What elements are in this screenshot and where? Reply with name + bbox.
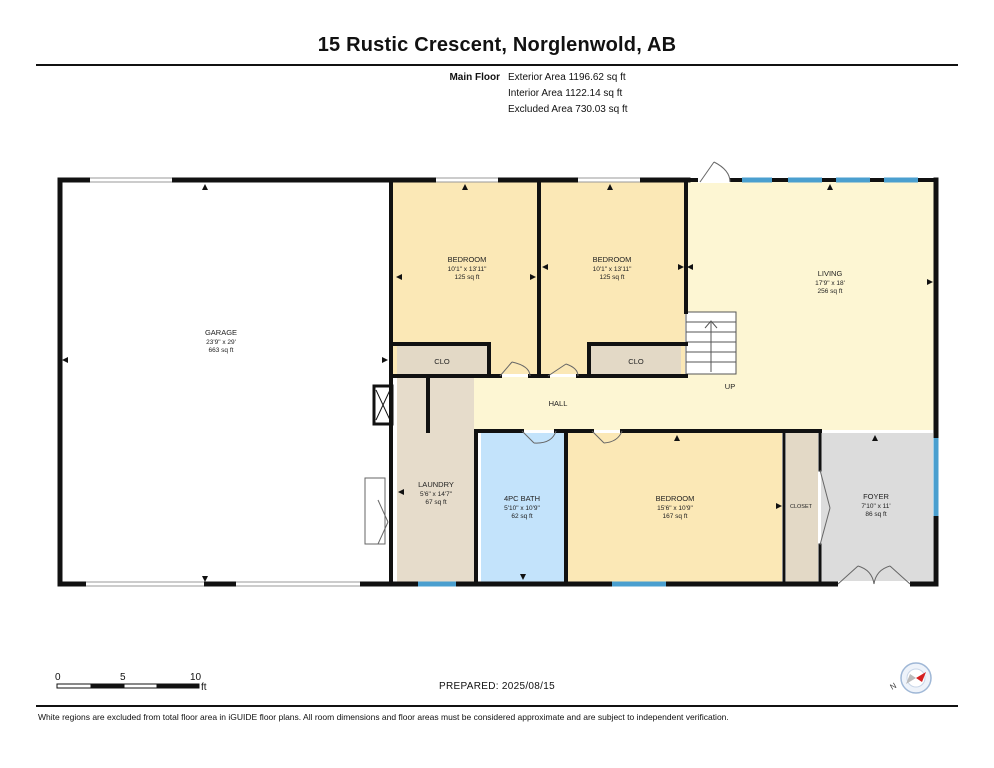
bottom-divider [36,705,958,707]
bedroom-3-name: BEDROOM [656,494,695,503]
compass-icon: N [889,662,932,694]
scale-tick-10: 10 [190,672,202,683]
foyer-fill [821,433,933,582]
bedroom-3-dims: 15'6" x 10'9" [657,505,693,512]
laundry-area: 67 sq ft [425,499,447,506]
bedroom-3-area: 167 sq ft [663,513,688,520]
hall-name: HALL [549,399,568,408]
foyer-name: FOYER [863,492,889,501]
bedroom-1-area: 125 sq ft [455,274,480,281]
page-title: 15 Rustic Crescent, Norglenwold, AB [317,34,677,56]
svg-text:N: N [889,681,899,692]
living-name: LIVING [818,269,843,278]
garage-dims: 23'9" x 29' [206,339,236,346]
foyer-area: 86 sq ft [865,511,887,518]
closet-1-name: CLO [434,357,450,366]
scale-bar [56,683,200,689]
scale-unit: ft [201,682,207,693]
stairs [685,311,737,375]
bath-name: 4PC BATH [504,494,540,503]
bedroom-1-name: BEDROOM [448,255,487,264]
bath-dims: 5'10" x 10'9" [504,505,540,512]
laundry-dims: 5'6" x 14'7" [420,491,453,498]
top-divider [36,64,958,66]
bath-area: 62 sq ft [511,513,533,520]
stairs-up-label: UP [725,382,735,391]
windows [86,177,939,587]
foyer-dims: 7'10" x 11' [861,503,890,510]
living-hall-fill [430,182,935,430]
scale-tick-0: 0 [55,672,61,683]
door-swings [364,161,911,585]
room-labels: GARAGE 23'9" x 29' 663 sq ft BEDROOM 10'… [205,255,891,520]
disclaimer-text: White regions are excluded from total fl… [38,712,729,722]
bedroom-2-name: BEDROOM [593,255,632,264]
excluded-area: Excluded Area 730.03 sq ft [508,104,628,115]
closet-name: CLOSET [790,504,813,510]
laundry-fill [397,378,474,582]
prepared-date: PREPARED: 2025/08/15 [439,681,555,692]
exterior-area: Exterior Area 1196.62 sq ft [508,72,626,83]
closet-fill [786,433,818,582]
fireplace-box [372,384,394,426]
bedroom-3-fill [568,433,782,582]
garage-name: GARAGE [205,328,237,337]
closet-2-name: CLO [628,357,644,366]
dimension-markers [62,184,933,582]
garage-area: 663 sq ft [209,347,234,354]
laundry-name: LAUNDRY [418,480,454,489]
scale-tick-5: 5 [120,672,126,683]
interior-area: Interior Area 1122.14 sq ft [508,88,623,99]
floor-name: Main Floor [449,72,500,83]
living-dims: 17'9" x 18' [815,280,845,287]
bath-fill [481,433,564,582]
closet-2-fill [591,346,681,374]
living-area: 256 sq ft [818,288,843,295]
bedroom-2-dims: 10'1" x 13'11" [593,266,632,273]
closet-1-fill [397,346,487,374]
bedroom-2-area: 125 sq ft [600,274,625,281]
bedroom-1-dims: 10'1" x 13'11" [448,266,487,273]
